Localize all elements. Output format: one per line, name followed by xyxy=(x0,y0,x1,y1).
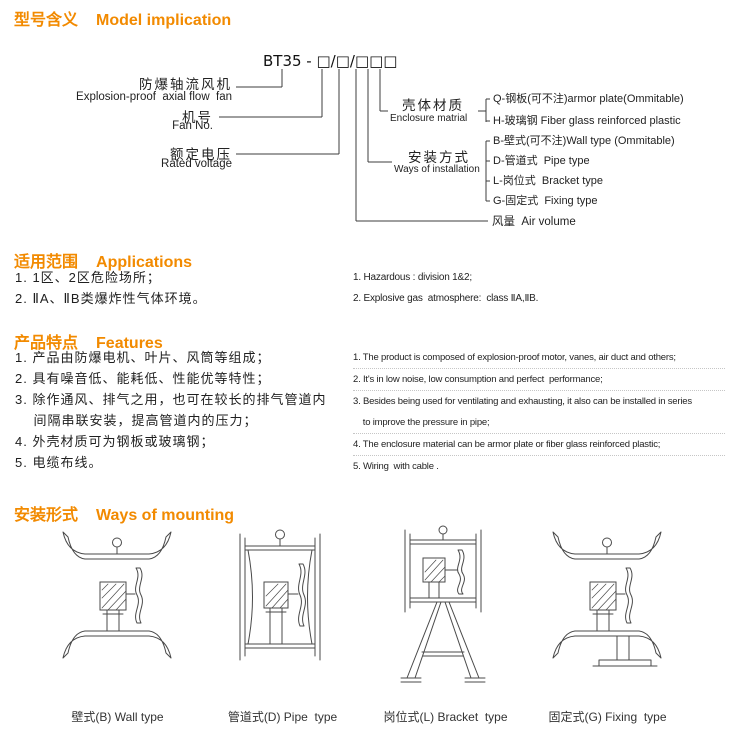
label-air-volume: 风量 Air volume xyxy=(492,216,576,228)
features-zh-column: 1. 产品由防爆电机、叶片、风筒等组成； 2. 具有噪音低、能耗低、性能优等特性… xyxy=(15,347,350,473)
wall-type-fan-drawing xyxy=(62,531,172,659)
installation-option-l: L-岗位式 Bracket type xyxy=(493,175,604,187)
installation-option-b: B-壁式(可不注)Wall type (Ommitable) xyxy=(493,135,675,147)
label-installation-en: Ways of installation xyxy=(394,164,480,175)
bracket-type-figure: 岗位式(L) Bracket type xyxy=(373,520,518,725)
feature-en-line: 2. It's in low noise, low consumption an… xyxy=(353,369,725,391)
applications-heading-en: Applications xyxy=(96,254,193,271)
label-enclosure-en: Enclosure matrial xyxy=(390,113,468,124)
features-heading-en: Features xyxy=(96,335,163,352)
bracket-type-fan-drawing xyxy=(400,525,486,683)
caption-bracket-type: 岗位式(L) Bracket type xyxy=(383,710,508,724)
applications-en-line: 2. Explosive gas atmosphere: class ⅡA,ⅡB… xyxy=(353,293,539,304)
installation-option-d: D-管道式 Pipe type xyxy=(493,155,590,167)
features-en-column: 1. The product is composed of explosion-… xyxy=(353,347,725,477)
caption-fixing-type: 固定式(G) Fixing type xyxy=(548,710,667,724)
feature-en-line: 4. The enclosure material can be armor p… xyxy=(353,434,725,456)
feature-zh-line: 1. 产品由防爆电机、叶片、风筒等组成； xyxy=(15,350,271,365)
feature-en-line: 3. Besides being used for ventilating an… xyxy=(353,396,692,407)
label-enclosure-zh: 壳体材质 xyxy=(402,98,464,113)
feature-en-line: to improve the pressure in pipe; xyxy=(353,412,725,434)
feature-en-line: 1. The product is composed of explosion-… xyxy=(353,347,725,369)
label-voltage-zh: 额定电压 xyxy=(170,147,232,162)
enclosure-option-h: H-玻璃钢 Fiber glass reinforced plastic xyxy=(493,115,681,127)
caption-wall-type: 壁式(B) Wall type xyxy=(71,710,164,724)
caption-pipe-type: 管道式(D) Pipe type xyxy=(227,710,338,724)
mounting-section-heading: 安装形式 Ways of mounting xyxy=(14,501,234,525)
applications-section-heading: 适用范围 Applications xyxy=(14,248,192,272)
feature-en-line: 5. Wiring with cable . xyxy=(353,461,439,472)
label-fan-no-zh: 机号 xyxy=(182,110,213,125)
model-heading-zh: 型号含义 xyxy=(14,12,79,29)
label-fan-zh: 防爆轴流风机 xyxy=(139,77,232,92)
applications-heading-zh: 适用范围 xyxy=(14,254,79,271)
applications-en-line: 1. Hazardous : division 1&2; xyxy=(353,272,472,283)
feature-zh-line: 4. 外壳材质可为钢板或玻璃钢； xyxy=(15,434,215,449)
wall-type-figure: 壁式(B) Wall type xyxy=(45,520,190,725)
features-heading-zh: 产品特点 xyxy=(14,335,79,352)
applications-en-column: 1. Hazardous : division 1&2; 2. Explosiv… xyxy=(353,267,725,309)
installation-option-g: G-固定式 Fixing type xyxy=(493,195,598,207)
model-code: BT35 - □/□/□□□ xyxy=(263,52,398,70)
applications-zh-line: 1. 1区、2区危险场所； xyxy=(15,270,161,285)
fixing-type-figure: 固定式(G) Fixing type xyxy=(535,520,680,725)
feature-zh-line: 间隔串联安装，提高管道内的压力； xyxy=(15,413,258,428)
label-fan-no-en: Fan No. xyxy=(172,120,213,132)
feature-zh-line: 2. 具有噪音低、能耗低、性能优等特性； xyxy=(15,371,271,386)
enclosure-option-q: Q-钢板(可不注)armor plate(Ommitable) xyxy=(493,93,684,105)
feature-zh-line: 3. 除作通风、排气之用，也可在较长的排气管道内 xyxy=(15,392,327,407)
label-installation-zh: 安装方式 xyxy=(408,150,470,165)
label-fan-en: Explosion-proof axial flow fan xyxy=(76,91,232,103)
fixing-type-fan-drawing xyxy=(552,531,662,667)
model-heading-en: Model implication xyxy=(96,12,232,29)
model-section-heading: 型号含义 Model implication xyxy=(14,6,231,30)
applications-zh-column: 1. 1区、2区危险场所； 2. ⅡA、ⅡB类爆炸性气体环境。 xyxy=(15,267,345,309)
features-section-heading: 产品特点 Features xyxy=(14,329,163,353)
pipe-type-figure: 管道式(D) Pipe type xyxy=(210,520,355,725)
mounting-heading-en: Ways of mounting xyxy=(96,507,235,524)
applications-zh-line: 2. ⅡA、ⅡB类爆炸性气体环境。 xyxy=(15,291,207,306)
model-code-diagram: BT35 - □/□/□□□ 防爆轴流风机 Explosion-proof ax… xyxy=(0,44,730,246)
pipe-type-fan-drawing xyxy=(239,529,321,661)
mounting-heading-zh: 安装形式 xyxy=(14,507,79,524)
label-voltage-en: Rated voltage xyxy=(161,158,232,170)
model-connector-lines xyxy=(219,69,490,222)
feature-zh-line: 5. 电缆布线。 xyxy=(15,455,103,470)
